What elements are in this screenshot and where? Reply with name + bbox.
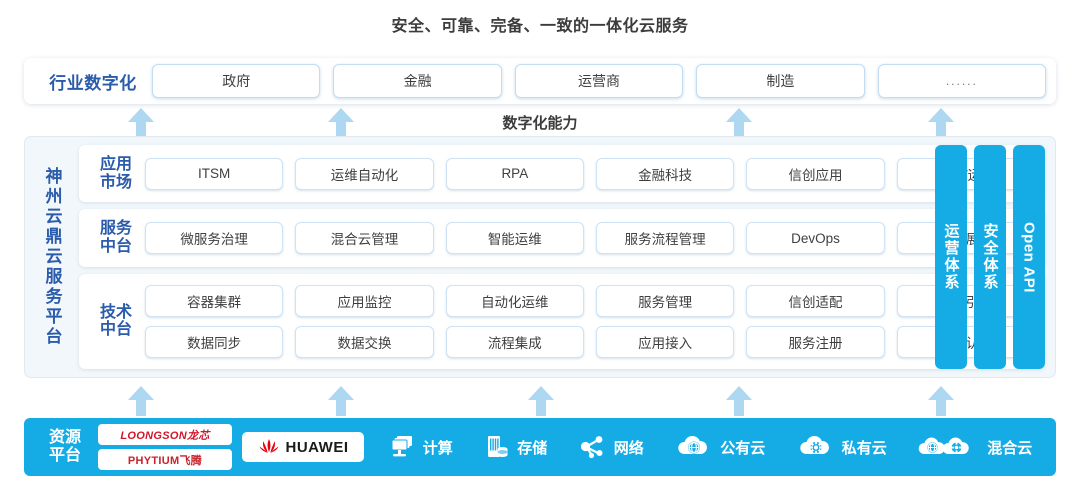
platform-body: 应用 市场 ITSM 运维自动化 RPA 金融科技 信创应用 运维/运营 — [79, 137, 1055, 377]
layer-label-service-platform: 服务 中台 — [99, 220, 132, 256]
up-arrow-icon — [128, 386, 154, 416]
up-arrow-icon — [928, 108, 954, 138]
huawei-logo: HUAWEI — [242, 432, 364, 462]
chip-service-process-management[interactable]: 服务流程管理 — [595, 222, 735, 255]
chip-process-integration[interactable]: 流程集成 — [445, 325, 584, 358]
resource-item-label: 混合云 — [987, 439, 1033, 457]
chip-data-exchange[interactable]: 数据交换 — [295, 325, 434, 358]
industry-chip-finance[interactable]: 金融 — [333, 64, 502, 98]
layer-service-platform: 服务 中台 微服务治理 混合云管理 智能运维 服务流程管理 DevOps 大屏展… — [79, 209, 1045, 267]
chip-xinchuang-adaptation[interactable]: 信创适配 — [746, 284, 885, 317]
industry-chip-operator[interactable]: 运营商 — [514, 64, 684, 98]
industry-chip-more[interactable]: ...... — [877, 64, 1047, 98]
chip-microservice-governance[interactable]: 微服务治理 — [145, 222, 284, 255]
storage-icon — [488, 436, 508, 457]
chip-intelligent-ops[interactable]: 智能运维 — [445, 222, 584, 255]
resource-item-label: 计算 — [422, 439, 453, 457]
up-arrow-icon — [928, 386, 954, 416]
cloud-service-platform: 神州云鼎云服务平台 应用 市场 ITSM 运维自动化 RPA 金融科技 信创应用… — [24, 136, 1056, 378]
chip-row: 数据同步 数据交换 流程集成 应用接入 服务注册 统一认证 — [145, 325, 1035, 358]
chip-row: 微服务治理 混合云管理 智能运维 服务流程管理 DevOps 大屏展示 — [145, 222, 1035, 255]
layer-grid-app-market: ITSM 运维自动化 RPA 金融科技 信创应用 运维/运营 — [145, 157, 1035, 190]
chip-application-monitoring[interactable]: 应用监控 — [295, 284, 434, 317]
chip-service-registration[interactable]: 服务注册 — [746, 325, 885, 358]
chip-hybrid-cloud-management[interactable]: 混合云管理 — [295, 222, 434, 255]
layer-label-app-market: 应用 市场 — [99, 155, 132, 191]
page-title: 安全、可靠、完备、一致的一体化云服务 — [391, 18, 689, 35]
chip-application-access[interactable]: 应用接入 — [595, 325, 735, 358]
vertical-bar-group: 运营体系 安全体系 Open API — [935, 145, 1045, 369]
private-cloud-icon — [800, 435, 829, 454]
chip-data-sync[interactable]: 数据同步 — [145, 325, 284, 358]
chip-fintech[interactable]: 金融科技 — [595, 157, 735, 190]
huawei-logo-text: HUAWEI — [285, 438, 349, 456]
public-cloud-icon — [678, 435, 708, 454]
industry-band-label: 行业数字化 — [49, 73, 137, 93]
up-arrow-icon — [726, 386, 752, 416]
chip-service-management[interactable]: 服务管理 — [595, 284, 735, 317]
resource-item-private-cloud[interactable]: 私有云 — [797, 434, 887, 460]
resource-platform-label: 资源 平台 — [48, 428, 81, 464]
chip-ops-automation[interactable]: 运维自动化 — [295, 157, 434, 190]
chip-row: ITSM 运维自动化 RPA 金融科技 信创应用 运维/运营 — [145, 157, 1035, 190]
vertical-bar-operation-system[interactable]: 运营体系 — [935, 145, 967, 369]
resource-item-storage[interactable]: 存储 — [484, 434, 547, 460]
resource-item-public-cloud[interactable]: 公有云 — [675, 434, 765, 460]
platform-title-text: 神州云鼎云服务平台 — [42, 167, 62, 347]
up-arrow-icon — [328, 108, 354, 138]
loongson-logo: LOONGSON龙芯 — [98, 424, 232, 445]
up-arrow-icon — [328, 386, 354, 416]
up-arrow-icon — [726, 108, 752, 138]
resource-item-hybrid-cloud[interactable]: 混合云 — [918, 434, 1032, 460]
phytium-logo: PHYTIUM飞腾 — [98, 449, 232, 470]
network-icon — [580, 436, 603, 459]
chip-vendor-logos: LOONGSON龙芯 PHYTIUM飞腾 — [98, 424, 232, 470]
resource-item-network[interactable]: 网络 — [579, 434, 644, 460]
layer-tech-platform: 技术 中台 容器集群 应用监控 自动化运维 服务管理 信创适配 流程引擎 数据同… — [79, 273, 1045, 369]
industry-chip-list: 政府 金融 运营商 制造 ...... — [152, 64, 1047, 98]
chip-row: 容器集群 应用监控 自动化运维 服务管理 信创适配 流程引擎 — [145, 284, 1035, 317]
capability-label: 数字化能力 — [502, 115, 578, 132]
huawei-flower-icon — [258, 439, 279, 453]
layer-app-market: 应用 市场 ITSM 运维自动化 RPA 金融科技 信创应用 运维/运营 — [79, 145, 1045, 203]
chip-container-cluster[interactable]: 容器集群 — [145, 284, 284, 317]
resource-item-list: 计算 — [364, 434, 1048, 460]
industry-band: 行业数字化 政府 金融 运营商 制造 ...... — [24, 58, 1056, 104]
up-arrow-icon — [528, 386, 554, 416]
layer-grid-tech-platform: 容器集群 应用监控 自动化运维 服务管理 信创适配 流程引擎 数据同步 数据交换… — [145, 284, 1035, 358]
vertical-bar-security-system[interactable]: 安全体系 — [974, 145, 1006, 369]
resource-platform-bar: 资源 平台 LOONGSON龙芯 PHYTIUM飞腾 HUAWEI — [24, 418, 1056, 476]
chip-xinchuang-app[interactable]: 信创应用 — [746, 157, 885, 190]
platform-title: 神州云鼎云服务平台 — [25, 137, 79, 377]
chip-itsm[interactable]: ITSM — [145, 157, 284, 190]
chip-rpa[interactable]: RPA — [445, 157, 584, 190]
vertical-bar-open-api[interactable]: Open API — [1013, 145, 1045, 369]
resource-item-label: 存储 — [517, 439, 548, 457]
resource-item-label: 私有云 — [841, 439, 887, 457]
up-arrow-icon — [128, 108, 154, 138]
layer-grid-service-platform: 微服务治理 混合云管理 智能运维 服务流程管理 DevOps 大屏展示 — [145, 222, 1035, 255]
hybrid-cloud-icon — [918, 437, 969, 454]
chip-devops[interactable]: DevOps — [746, 222, 885, 255]
chip-automated-ops[interactable]: 自动化运维 — [445, 284, 584, 317]
industry-chip-manufacturing[interactable]: 制造 — [696, 64, 865, 98]
resource-item-label: 网络 — [613, 439, 644, 457]
industry-chip-government[interactable]: 政府 — [152, 64, 321, 98]
compute-icon — [391, 436, 412, 457]
resource-item-compute[interactable]: 计算 — [388, 434, 453, 460]
layer-label-tech-platform: 技术 中台 — [99, 303, 132, 339]
resource-item-label: 公有云 — [720, 439, 766, 457]
